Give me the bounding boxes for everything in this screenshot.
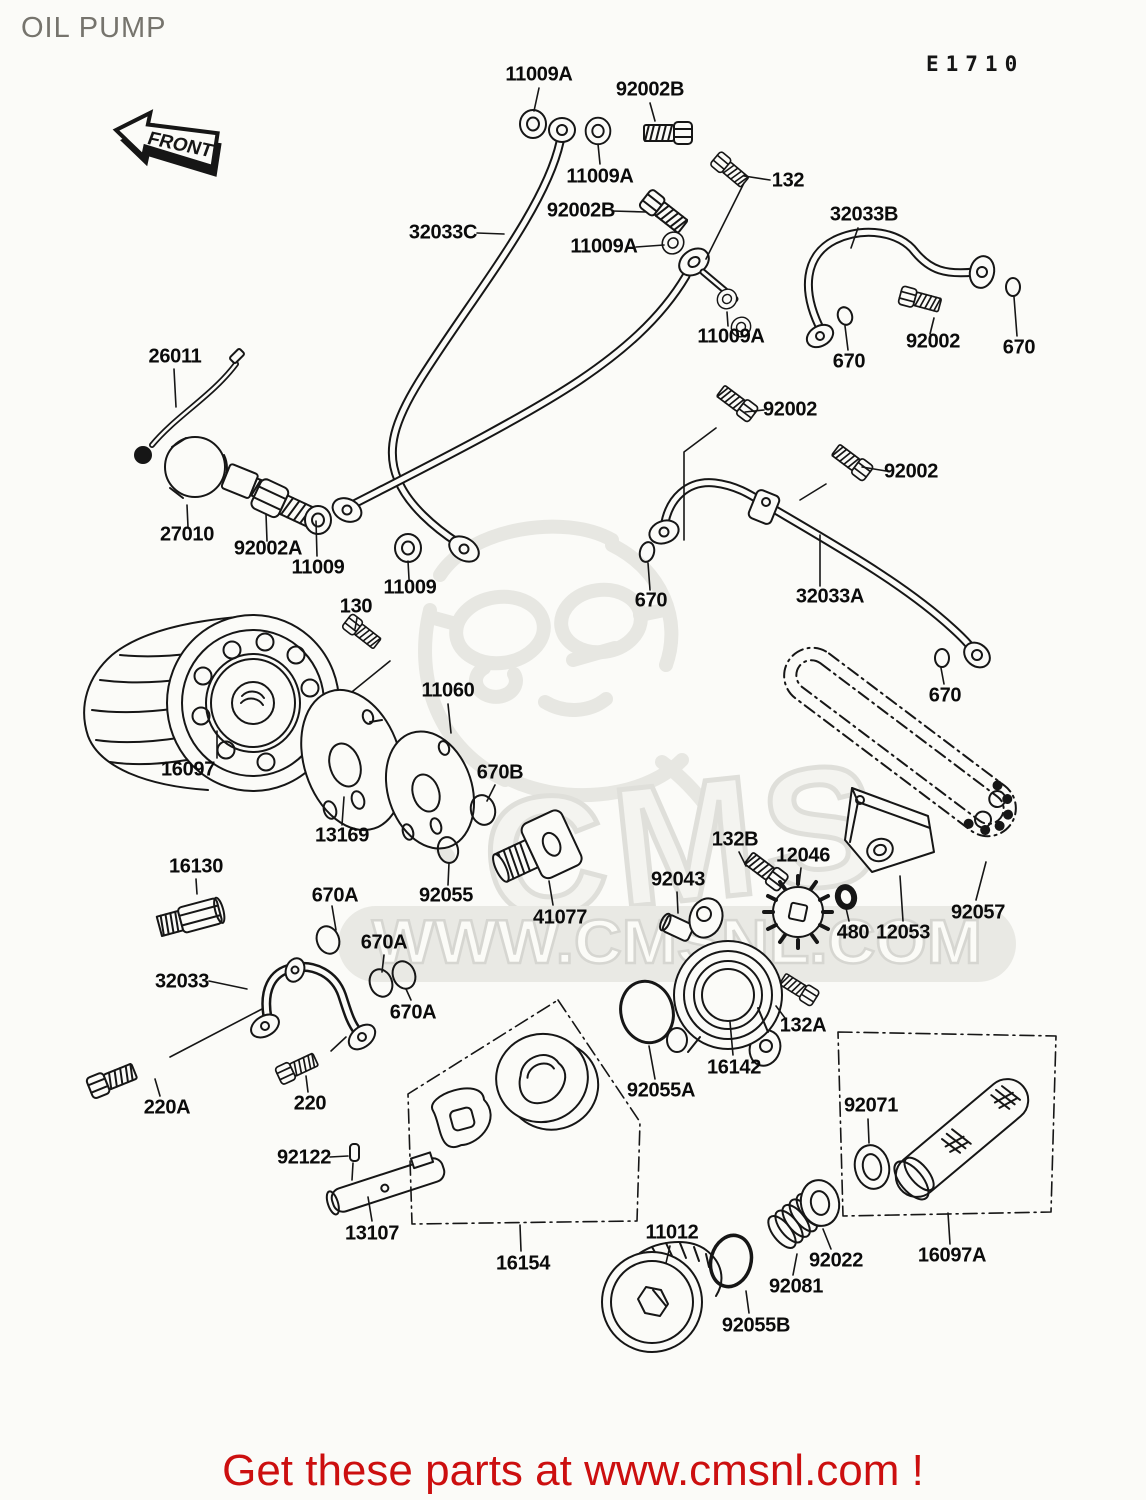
part-label-27010: 27010 <box>159 523 215 546</box>
page-title: OIL PUMP <box>21 12 167 44</box>
part-label-12053: 12053 <box>875 921 931 944</box>
part-label-92002b: 92002B <box>615 78 685 101</box>
part-label-92002b: 92002B <box>546 199 616 222</box>
part-label-132b: 132B <box>711 828 759 851</box>
part-label-11009: 11009 <box>383 576 437 599</box>
part-label-670a: 670A <box>360 931 408 954</box>
part-label-11009a: 11009A <box>697 325 765 348</box>
part-label-92002: 92002 <box>883 460 939 483</box>
part-label-32033b: 32033B <box>829 203 899 226</box>
part-label-670: 670 <box>1002 336 1036 359</box>
part-label-670a: 670A <box>311 884 359 907</box>
part-label-220a: 220A <box>143 1096 191 1119</box>
part-label-11009a: 11009A <box>505 63 573 86</box>
part-label-11009a: 11009A <box>566 165 634 188</box>
part-label-92122: 92122 <box>276 1146 332 1169</box>
part-label-32033: 32033 <box>154 970 210 993</box>
part-label-92055a: 92055A <box>626 1079 696 1102</box>
part-label-11009a: 11009A <box>570 235 638 258</box>
part-label-92055: 92055 <box>418 884 474 907</box>
part-label-132a: 132A <box>779 1014 827 1037</box>
part-label-480: 480 <box>836 921 870 944</box>
part-label-13107: 13107 <box>344 1222 400 1245</box>
part-label-92057: 92057 <box>950 901 1006 924</box>
part-label-16142: 16142 <box>706 1056 762 1079</box>
part-label-220: 220 <box>293 1092 327 1115</box>
part-label-32033c: 32033C <box>408 221 478 244</box>
front-arrow-icon: FRONT <box>112 109 222 177</box>
part-label-92043: 92043 <box>650 868 706 891</box>
part-label-92002a: 92002A <box>233 537 303 560</box>
part-label-11012: 11012 <box>645 1221 699 1244</box>
part-label-132: 132 <box>771 169 805 192</box>
part-label-32033a: 32033A <box>795 585 865 608</box>
part-label-92071: 92071 <box>843 1094 899 1117</box>
part-label-26011: 26011 <box>148 345 202 368</box>
part-label-670: 670 <box>634 589 668 612</box>
part-label-670: 670 <box>832 350 866 373</box>
part-label-92022: 92022 <box>808 1249 864 1272</box>
part-label-16097a: 16097A <box>917 1244 987 1267</box>
part-label-92002: 92002 <box>905 330 961 353</box>
part-label-16097: 16097 <box>160 758 216 781</box>
part-label-13169: 13169 <box>314 824 370 847</box>
part-label-11060: 11060 <box>421 679 475 702</box>
diagram-code: E1710 <box>926 52 1025 76</box>
watermark-band <box>338 906 1016 982</box>
part-label-92055b: 92055B <box>721 1314 791 1337</box>
part-label-670: 670 <box>928 684 962 707</box>
part-label-670a: 670A <box>389 1001 437 1024</box>
part-label-12046: 12046 <box>775 844 831 867</box>
promo-banner: Get these parts at www.cmsnl.com ! <box>222 1446 924 1495</box>
part-label-16130: 16130 <box>168 855 224 878</box>
part-label-130: 130 <box>339 595 373 618</box>
part-label-16154: 16154 <box>495 1252 551 1275</box>
cms-mascot-watermark <box>418 519 747 879</box>
part-label-92002: 92002 <box>762 398 818 421</box>
part-label-670b: 670B <box>476 761 524 784</box>
part-label-11009: 11009 <box>291 556 345 579</box>
part-label-41077: 41077 <box>532 906 588 929</box>
part-label-92081: 92081 <box>768 1275 824 1298</box>
